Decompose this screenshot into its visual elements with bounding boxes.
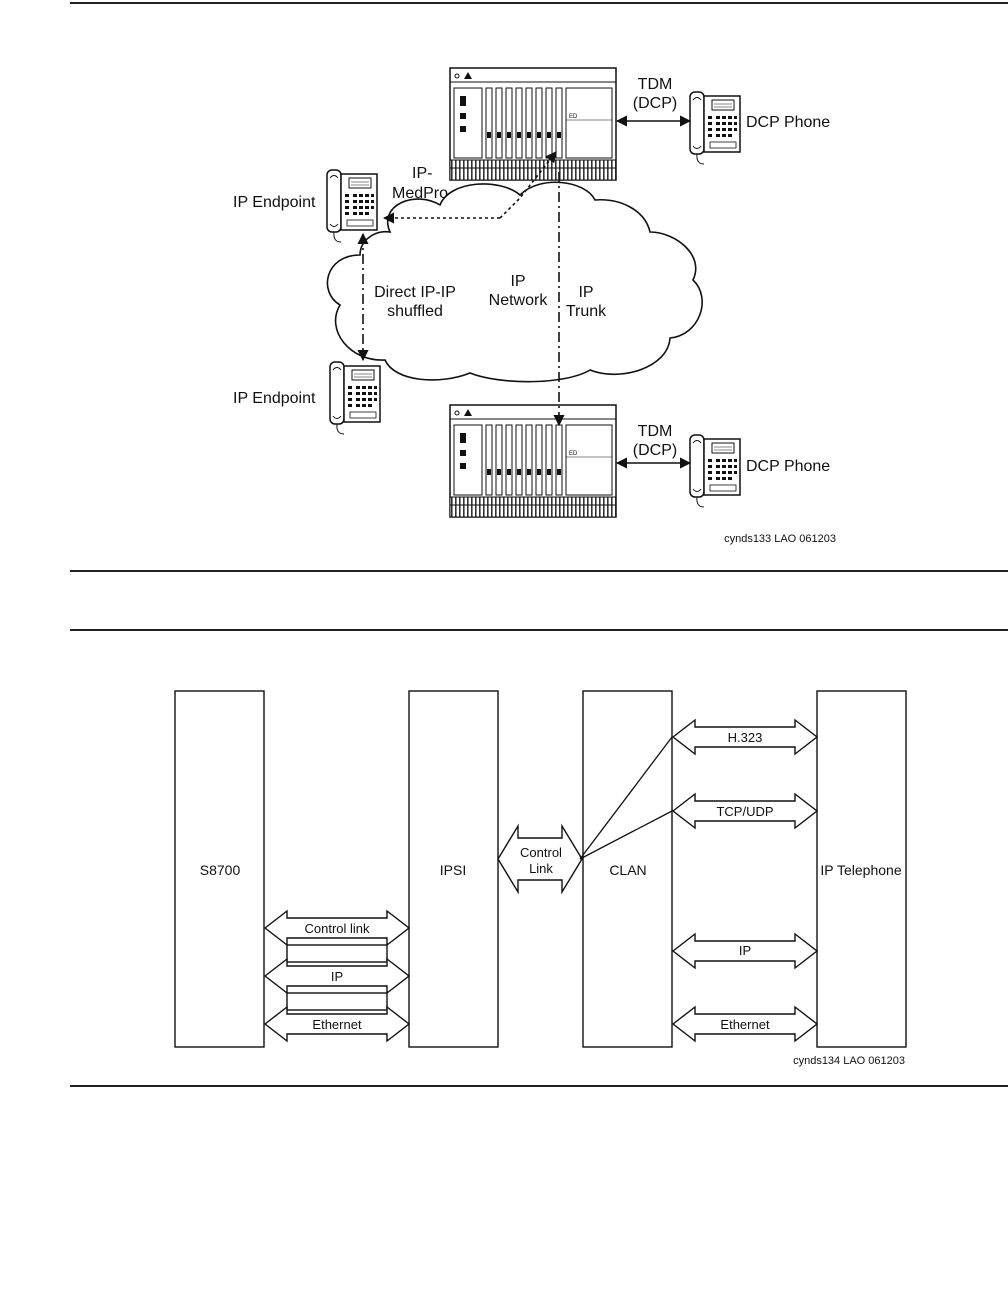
figure2-top-rule <box>70 629 1008 631</box>
direct-ip-ip-label-1: Direct IP-IP <box>374 284 456 301</box>
ip-right-arrow <box>672 933 818 969</box>
ip-endpoint-bottom-icon <box>329 361 381 435</box>
ip-endpoint-bottom-label: IP Endpoint <box>233 390 316 407</box>
ip-right-label: IP <box>739 943 751 958</box>
figure2-caption: cynds134 LAO 061203 <box>793 1055 905 1067</box>
ip-network-label-1: IP <box>510 273 525 290</box>
control-link-middle-arrow <box>497 823 583 895</box>
h323-label: H.323 <box>728 730 763 745</box>
tcp-udp-arrow <box>672 793 818 829</box>
ipsi-label: IPSI <box>440 862 466 878</box>
figure1-caption: cynds133 LAO 061203 <box>724 533 836 545</box>
ethernet-left-label: Ethernet <box>312 1017 362 1032</box>
dcp-phone-bottom-icon <box>689 434 741 508</box>
bottom-media-gateway-cabinet <box>449 404 617 518</box>
figure1-network-diagram: ED TDM (DCP) DCP Phone IP- MedPro IP End… <box>233 67 836 545</box>
ethernet-right-arrow <box>672 1006 818 1042</box>
ipsi-box <box>408 690 499 1048</box>
control-link-arrow <box>264 910 410 946</box>
ip-endpoint-top-label: IP Endpoint <box>233 194 316 211</box>
control-link-middle-label-1: Control <box>520 845 562 860</box>
clan-label: CLAN <box>609 862 646 878</box>
figure1-bottom-rule <box>70 570 1008 572</box>
ip-endpoint-top-icon <box>326 169 378 243</box>
h323-arrow <box>672 719 818 755</box>
dcp-phone-bottom-label: DCP Phone <box>746 458 830 475</box>
ethernet-left-arrow <box>264 1006 410 1042</box>
top-rule <box>70 2 1008 4</box>
ip-left-label: IP <box>331 969 343 984</box>
ip-medpro-label-1: IP- <box>412 165 432 182</box>
control-link-middle-label-2: Link <box>529 861 553 876</box>
ip-network-cloud <box>326 181 703 383</box>
ip-left-arrow <box>264 958 410 994</box>
ip-trunk-label-2: Trunk <box>566 303 607 320</box>
s8700-label: S8700 <box>200 862 241 878</box>
top-media-gateway-cabinet <box>449 67 617 181</box>
s8700-box <box>174 690 265 1048</box>
left-stack-spacer-1 <box>286 944 388 963</box>
ethernet-right-label: Ethernet <box>720 1017 770 1032</box>
ip-medpro-path <box>499 151 557 219</box>
dcp-bottom-label: (DCP) <box>633 442 677 459</box>
ip-telephone-label: IP Telephone <box>820 862 901 878</box>
tdm-top-label: TDM <box>638 76 673 93</box>
ip-telephone-box <box>816 690 907 1048</box>
dcp-phone-top-label: DCP Phone <box>746 114 830 131</box>
ip-trunk-label-1: IP <box>578 284 593 301</box>
dcp-top-label: (DCP) <box>633 95 677 112</box>
clan-box <box>582 690 673 1048</box>
fan-line-h323 <box>579 736 673 860</box>
tcp-udp-label: TCP/UDP <box>716 804 773 819</box>
direct-ip-ip-label-2: shuffled <box>387 303 443 320</box>
fan-line-tcp-udp <box>579 810 673 860</box>
ip-medpro-label-2: MedPro <box>392 185 448 202</box>
dcp-phone-top-icon <box>689 91 741 165</box>
control-link-left-label: Control link <box>304 921 370 936</box>
figure2-bottom-rule <box>70 1085 1008 1087</box>
ip-network-label-2: Network <box>489 292 549 309</box>
left-stack-spacer-2 <box>286 992 388 1011</box>
tdm-bottom-label: TDM <box>638 423 673 440</box>
